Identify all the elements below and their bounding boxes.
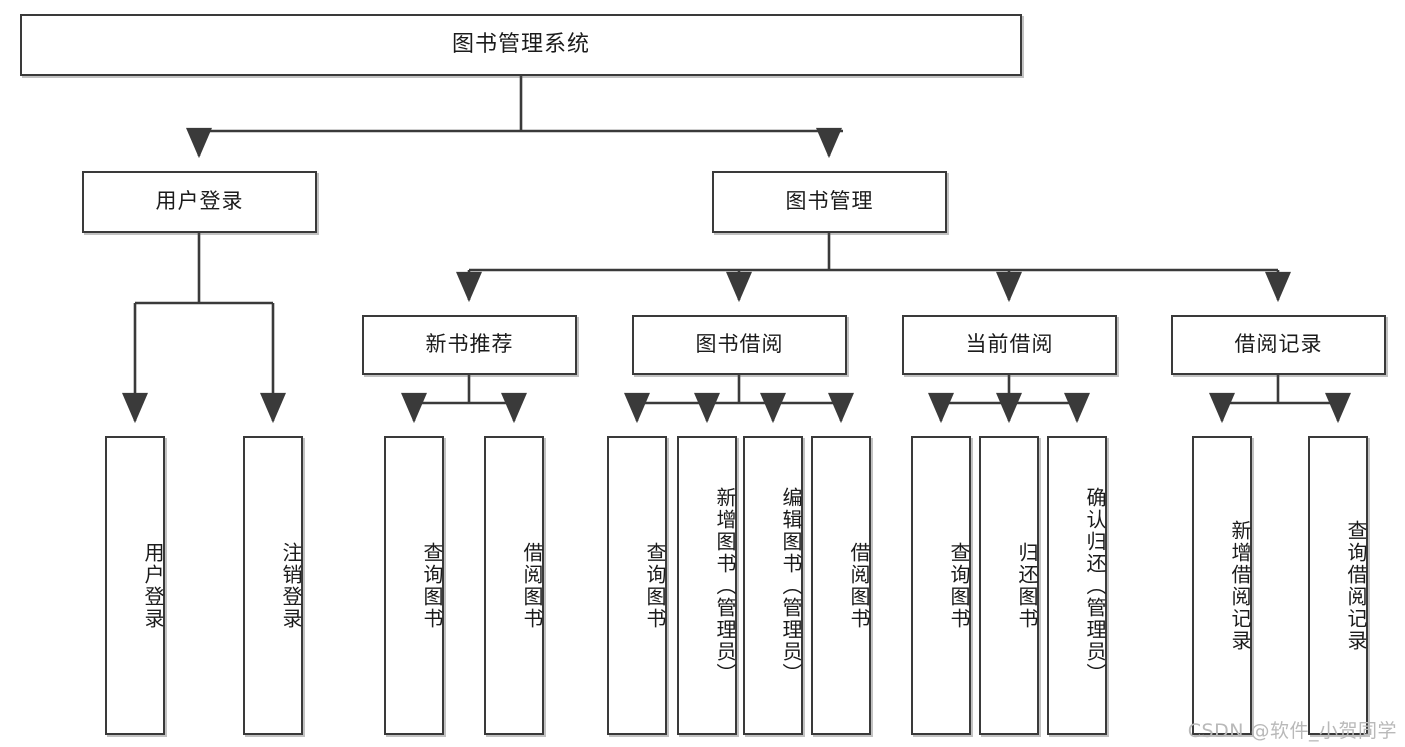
node-label: 用户登录 <box>141 541 165 630</box>
leaf-query-book-borrow[interactable]: 查询图书 <box>607 436 667 735</box>
node-label: 注销登录 <box>279 541 303 630</box>
node-label: 归还图书 <box>1015 541 1039 630</box>
node-user-login[interactable]: 用户登录 <box>82 171 317 233</box>
node-label: 查询图书 <box>947 541 971 630</box>
node-label: 查询图书 <box>643 541 667 630</box>
node-root-book-management-system[interactable]: 图书管理系统 <box>20 14 1022 76</box>
node-label: 查询借阅记录 <box>1344 519 1368 652</box>
leaf-add-book-admin[interactable]: 新增图书（管理员） <box>677 436 737 735</box>
node-book-management[interactable]: 图书管理 <box>712 171 947 233</box>
leaf-user-login[interactable]: 用户登录 <box>105 436 165 735</box>
leaf-borrow-book-recommend[interactable]: 借阅图书 <box>484 436 544 735</box>
node-label: 确认归还（管理员） <box>1083 486 1107 685</box>
node-label: 新书推荐 <box>425 332 514 357</box>
node-label: 借阅图书 <box>520 541 544 630</box>
leaf-user-logout[interactable]: 注销登录 <box>243 436 303 735</box>
leaf-return-book[interactable]: 归还图书 <box>979 436 1039 735</box>
node-label: 新增借阅记录 <box>1228 519 1252 652</box>
leaf-query-book-recommend[interactable]: 查询图书 <box>384 436 444 735</box>
node-label: 借阅记录 <box>1234 332 1323 357</box>
leaf-query-book-current[interactable]: 查询图书 <box>911 436 971 735</box>
leaf-confirm-return-admin[interactable]: 确认归还（管理员） <box>1047 436 1107 735</box>
node-label: 图书借阅 <box>695 332 784 357</box>
node-label: 图书管理 <box>785 189 874 214</box>
leaf-borrow-book[interactable]: 借阅图书 <box>811 436 871 735</box>
node-new-book-recommend[interactable]: 新书推荐 <box>362 315 577 375</box>
node-label: 编辑图书（管理员） <box>779 486 803 685</box>
node-label: 当前借阅 <box>965 332 1054 357</box>
node-label: 用户登录 <box>155 189 244 214</box>
node-borrow-record[interactable]: 借阅记录 <box>1171 315 1386 375</box>
node-label: 图书管理系统 <box>451 31 590 57</box>
node-current-borrow[interactable]: 当前借阅 <box>902 315 1117 375</box>
leaf-add-borrow-record[interactable]: 新增借阅记录 <box>1192 436 1252 735</box>
node-label: 借阅图书 <box>847 541 871 630</box>
node-book-borrow[interactable]: 图书借阅 <box>632 315 847 375</box>
node-label: 查询图书 <box>420 541 444 630</box>
watermark-text: CSDN @软件_小贺同学 <box>1187 720 1397 742</box>
node-label: 新增图书（管理员） <box>713 486 737 685</box>
leaf-edit-book-admin[interactable]: 编辑图书（管理员） <box>743 436 803 735</box>
leaf-query-borrow-record[interactable]: 查询借阅记录 <box>1308 436 1368 735</box>
